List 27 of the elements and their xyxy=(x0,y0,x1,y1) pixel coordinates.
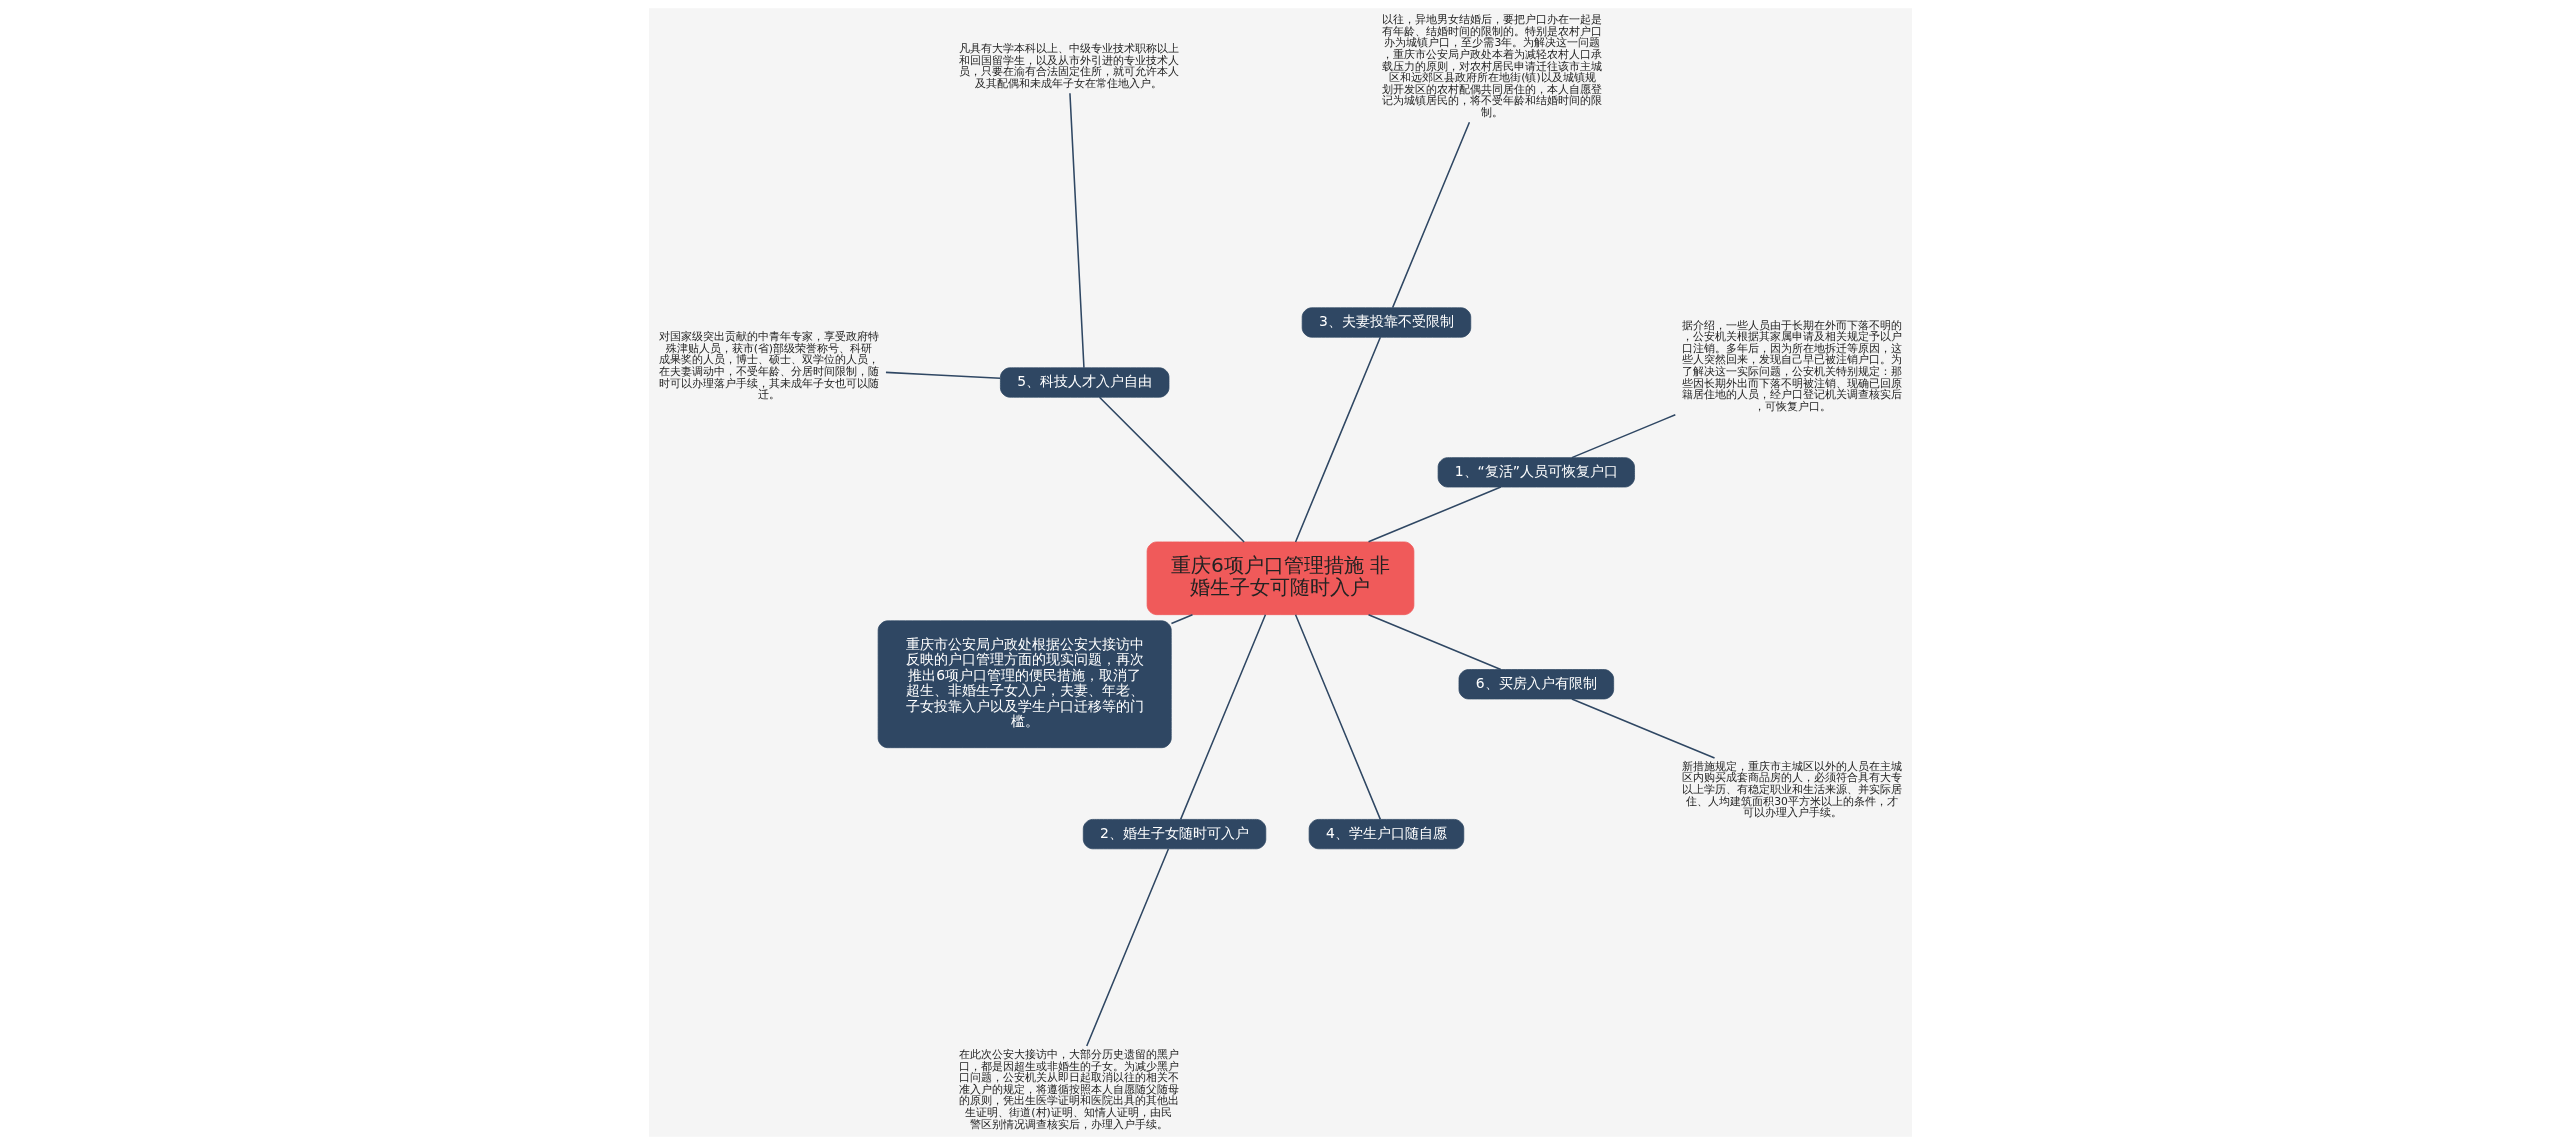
node-box: 重庆市公安局户政处根据公安大接访中反映的户口管理方面的现实问题，再次推出6项户口管理的便民措施，取消了超生、非婚生子女入户，夫妻、年老、子女投靠入户以及学生户口迁移等的门槛。 xyxy=(877,620,1172,749)
connector xyxy=(1367,614,1502,671)
node-text: 新措施规定，重庆市主城区以外的人员在主城区内购买成套商品房的人，必须符合具有大专以上学历、有稳定职业和生活来源、并实际居住、人均建筑面积30平方米以上的条件，才可以办理入户手续。 xyxy=(1681,759,1902,820)
node-text: 凡具有大学本科以上、中级专业技术职称以上和回国留学生，以及从市外引进的专业技术人员，只要在渝有合法固定住所，就可允许本人及其配偶和未成年子女在常住地入户。 xyxy=(958,42,1179,90)
node-box: 2、婚生子女随时可入户 xyxy=(1082,819,1266,850)
node-box: 重庆6项户口管理措施 非婚生子女可随时入户 xyxy=(1146,541,1414,616)
connector xyxy=(1570,698,1715,759)
node-box: 1、“复活”人员可恢复户口 xyxy=(1437,457,1635,488)
connector xyxy=(1367,486,1502,543)
node-box: 5、科技人才入户自由 xyxy=(999,367,1169,398)
connector xyxy=(1391,121,1470,309)
node-box: 6、买房入户有限制 xyxy=(1458,669,1614,700)
connector xyxy=(1098,396,1245,543)
node-text: 以往，异地男女结婚后，要把户口办在一起是有年龄、结婚时间的限制的。特别是农村户口办为城镇户口，至少需3年。为解决这一问题，重庆市公安局户政处本着为减轻农村人口承载压力的原则，对农村居民申请迁往该市主城区和远郊区县政府所在地街(镇)以及城镇规划开发区的农村配偶共同居住的，本人自愿登记为城镇居民的，将不受年龄和结婚时间的限制。 xyxy=(1381,13,1602,119)
node-text: 据介绍，一些人员由于长期在外而下落不明的，公安机关根据其家属申请及相关规定予以户口注销。多年后，因为所在地拆迁等原因，这些人突然回来，发现自己早已被注销户口。为了解决这一实际问题，公安机关特别规定：那些因长期外出而下落不明被注销、现确已回原籍居住地的人员，经户口登记机关调查核实后，可恢复户口。 xyxy=(1681,318,1902,413)
connector xyxy=(1179,613,1266,821)
connector xyxy=(1294,336,1381,543)
connector xyxy=(1085,848,1169,1047)
connector xyxy=(884,371,1001,379)
node-text: 对国家级突出贡献的中青年专家，享受政府特殊津贴人员，获市(省)部级荣誉称号、科研成果奖的人员，博士、硕士、双学位的人员，在夫妻调动中，不受年龄、分居时间限制，随时可以办理落户手续，其未成年子女也可以随迁。 xyxy=(658,330,879,402)
node-box: 3、夫妻投靠不受限制 xyxy=(1301,307,1471,338)
connector xyxy=(1170,614,1193,625)
node-text: 在此次公安大接访中，大部分历史遗留的黑户口，都是因超生或非婚生的子女。为减少黑户口问题，公安机关从即日起取消以往的相关不准入户的规定，将遵循按照本人自愿随父随母的原则，凭出生医学证明和医院出具的其他出生证明、街道(村)证明、知情人证明，由民警区别情况调查核实后，办理入户手续。 xyxy=(958,1047,1179,1131)
connector xyxy=(1570,414,1676,459)
connector xyxy=(1294,613,1381,821)
connector xyxy=(1068,92,1085,369)
node-box: 4、学生户口随自愿 xyxy=(1308,819,1464,850)
